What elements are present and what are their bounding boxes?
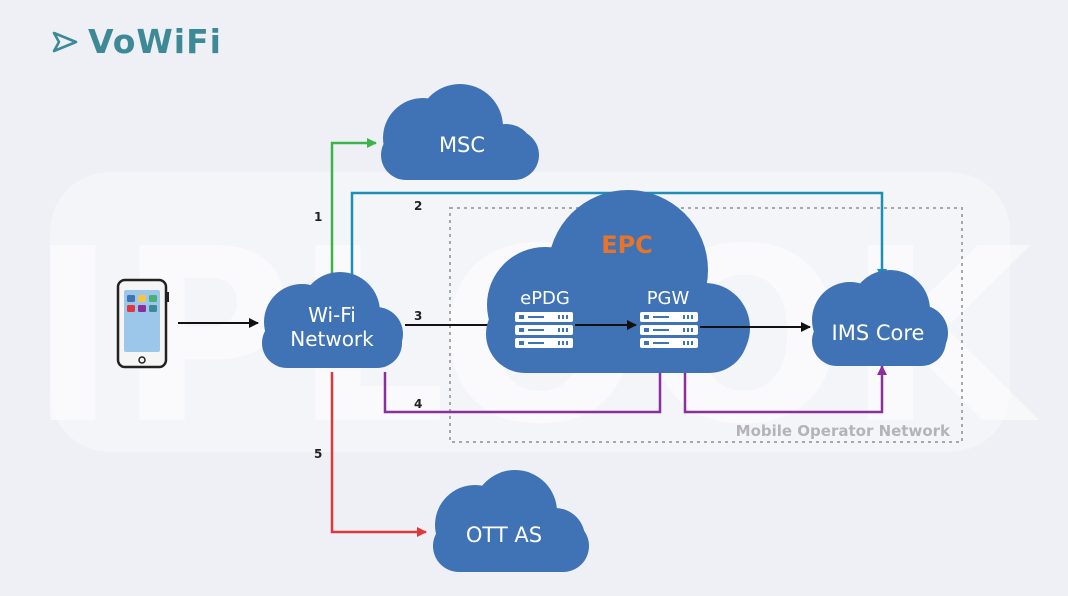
wifi-network-label-line2: Network xyxy=(290,327,374,351)
path-5-number: 5 xyxy=(314,447,322,461)
path-4-arrow xyxy=(383,345,665,414)
epdg-server-icon xyxy=(515,312,573,348)
path-3-number: 3 xyxy=(414,309,422,323)
ims-core-cloud xyxy=(812,270,948,366)
phone-icon xyxy=(116,278,169,369)
ott-as-label: OTT AS xyxy=(466,523,542,547)
pgw-server-icon xyxy=(640,312,698,348)
path-4-number: 4 xyxy=(414,397,422,411)
title-text: VoWiFi xyxy=(88,22,222,61)
msc-cloud xyxy=(381,84,539,180)
epc-label: EPC xyxy=(601,231,653,259)
path-1-number: 1 xyxy=(314,210,322,224)
path-2-number: 2 xyxy=(414,199,422,213)
page-title: VoWiFi xyxy=(50,22,222,61)
mobile-operator-network-label: Mobile Operator Network xyxy=(736,422,951,440)
send-arrow-icon xyxy=(52,31,78,52)
wifi-network-label-line1: Wi-Fi xyxy=(308,303,356,327)
wifi-network-cloud xyxy=(262,272,403,368)
ims-core-label: IMS Core xyxy=(832,321,925,345)
msc-label: MSC xyxy=(439,133,485,157)
ott-as-cloud xyxy=(433,470,589,572)
path-5-arrow xyxy=(330,372,427,537)
epdg-label: ePDG xyxy=(520,288,570,309)
path-1-arrow xyxy=(330,138,377,278)
pgw-label: PGW xyxy=(647,288,690,309)
pgw-to-ims-purple-arrow xyxy=(683,346,887,414)
